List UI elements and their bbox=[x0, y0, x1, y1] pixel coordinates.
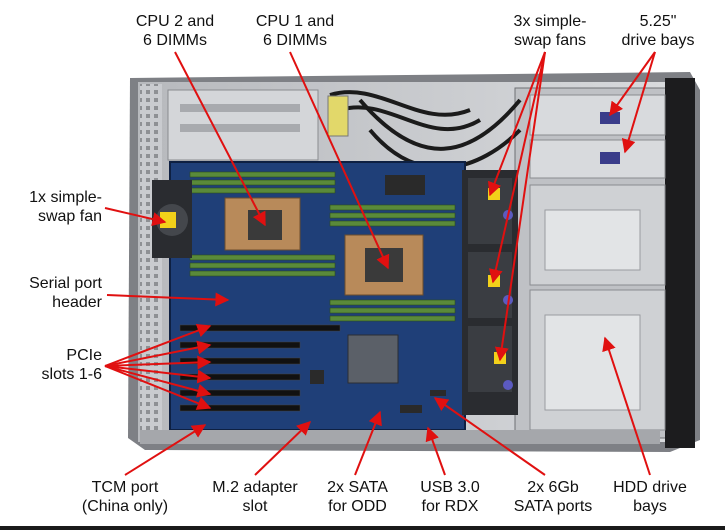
label-tcm-port: TCM port (China only) bbox=[81, 479, 169, 515]
label-rear-fan: 1x simple- swap fan bbox=[29, 189, 102, 225]
label-hdd-bays: HDD drive bays bbox=[613, 479, 687, 515]
label-pcie-slots: PCIe slots 1-6 bbox=[41, 347, 102, 383]
label-cpu2: CPU 2 and 6 DIMMs bbox=[135, 13, 215, 49]
motherboard bbox=[169, 161, 466, 431]
callout-arrows bbox=[104, 51, 656, 476]
bottom-rail bbox=[140, 430, 660, 444]
bottom-border bbox=[0, 526, 725, 530]
label-serial-port: Serial port header bbox=[29, 275, 102, 311]
label-cpu1: CPU 1 and 6 DIMMs bbox=[255, 13, 335, 49]
power-connector bbox=[327, 95, 349, 137]
label-simple-swap-fans: 3x simple- swap fans bbox=[513, 13, 587, 49]
label-sata-ports: 2x 6Gb SATA ports bbox=[513, 479, 593, 515]
rear-fan bbox=[152, 180, 192, 258]
label-sata-odd: 2x SATA for ODD bbox=[327, 479, 388, 515]
label-m2-slot: M.2 adapter slot bbox=[212, 479, 298, 515]
label-usb-rdx: USB 3.0 for RDX bbox=[420, 479, 480, 515]
label-525-drive-bays: 5.25" drive bays bbox=[621, 13, 695, 49]
